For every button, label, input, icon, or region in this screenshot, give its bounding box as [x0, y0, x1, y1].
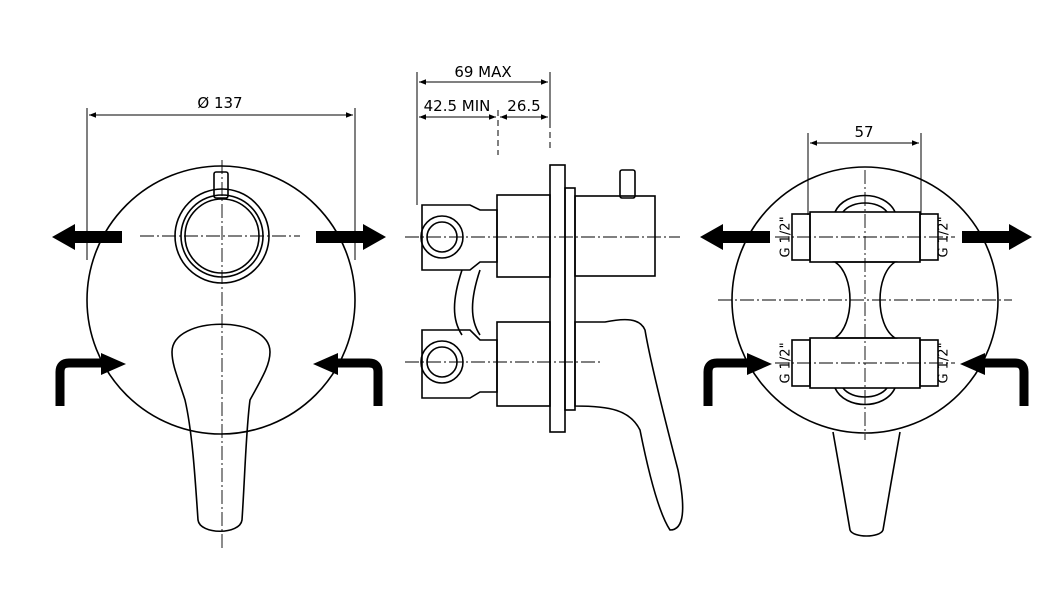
side-plate-collar: [564, 187, 576, 411]
side-view: 69 MAX 42.5 MIN 26.5: [405, 63, 684, 531]
inlet-pipe-right: [333, 358, 383, 406]
rear-lever-handle: [832, 431, 901, 537]
inlet-pipe-left: [55, 358, 106, 406]
side-upper-fitting: [421, 204, 498, 271]
rear-inlet-arrow-right: [960, 353, 985, 375]
max-depth-label: 69 MAX: [454, 63, 511, 81]
rear-outlet-arrow-left: [700, 224, 770, 250]
outlet-arrow-left: [52, 224, 122, 250]
side-upper-body: [496, 194, 551, 278]
rear-inlet-pipe-right: [980, 358, 1029, 406]
rear-outlet-arrow-right: [962, 224, 1032, 250]
rear-inlet-pipe-left: [703, 358, 752, 406]
spacing-label: 57: [854, 123, 873, 141]
rear-center-body: [832, 261, 898, 339]
rear-view: 57 G 1/2" G 1/2" G 1/2" G 1/2": [700, 123, 1032, 537]
plate-offset-label: 26.5: [507, 97, 540, 115]
side-pipe-left: [453, 269, 463, 336]
inlet-arrow-left: [101, 353, 126, 375]
side-diverter-pin: [619, 169, 636, 199]
diverter-pin: [213, 171, 229, 199]
side-lower-fitting: [421, 329, 498, 399]
thread-label-lower-right: G 1/2": [937, 342, 952, 383]
side-wall-plate: [549, 164, 566, 433]
side-pipe-right: [471, 269, 481, 336]
rear-lower-arch: [834, 387, 896, 406]
thread-label-upper-right: G 1/2": [937, 216, 952, 257]
side-lever-handle: [574, 318, 684, 531]
outlet-arrow-right: [316, 224, 386, 250]
front-view: Ø 137: [52, 94, 386, 550]
front-cover-plate: [86, 165, 356, 435]
front-lever-handle: [171, 323, 271, 532]
side-lower-body: [496, 321, 551, 407]
side-diverter-knob: [574, 195, 656, 277]
inlet-arrow-right: [313, 353, 338, 375]
rear-inlet-arrow-left: [747, 353, 772, 375]
diameter-label: Ø 137: [197, 94, 242, 112]
min-depth-label: 42.5 MIN: [424, 97, 491, 115]
